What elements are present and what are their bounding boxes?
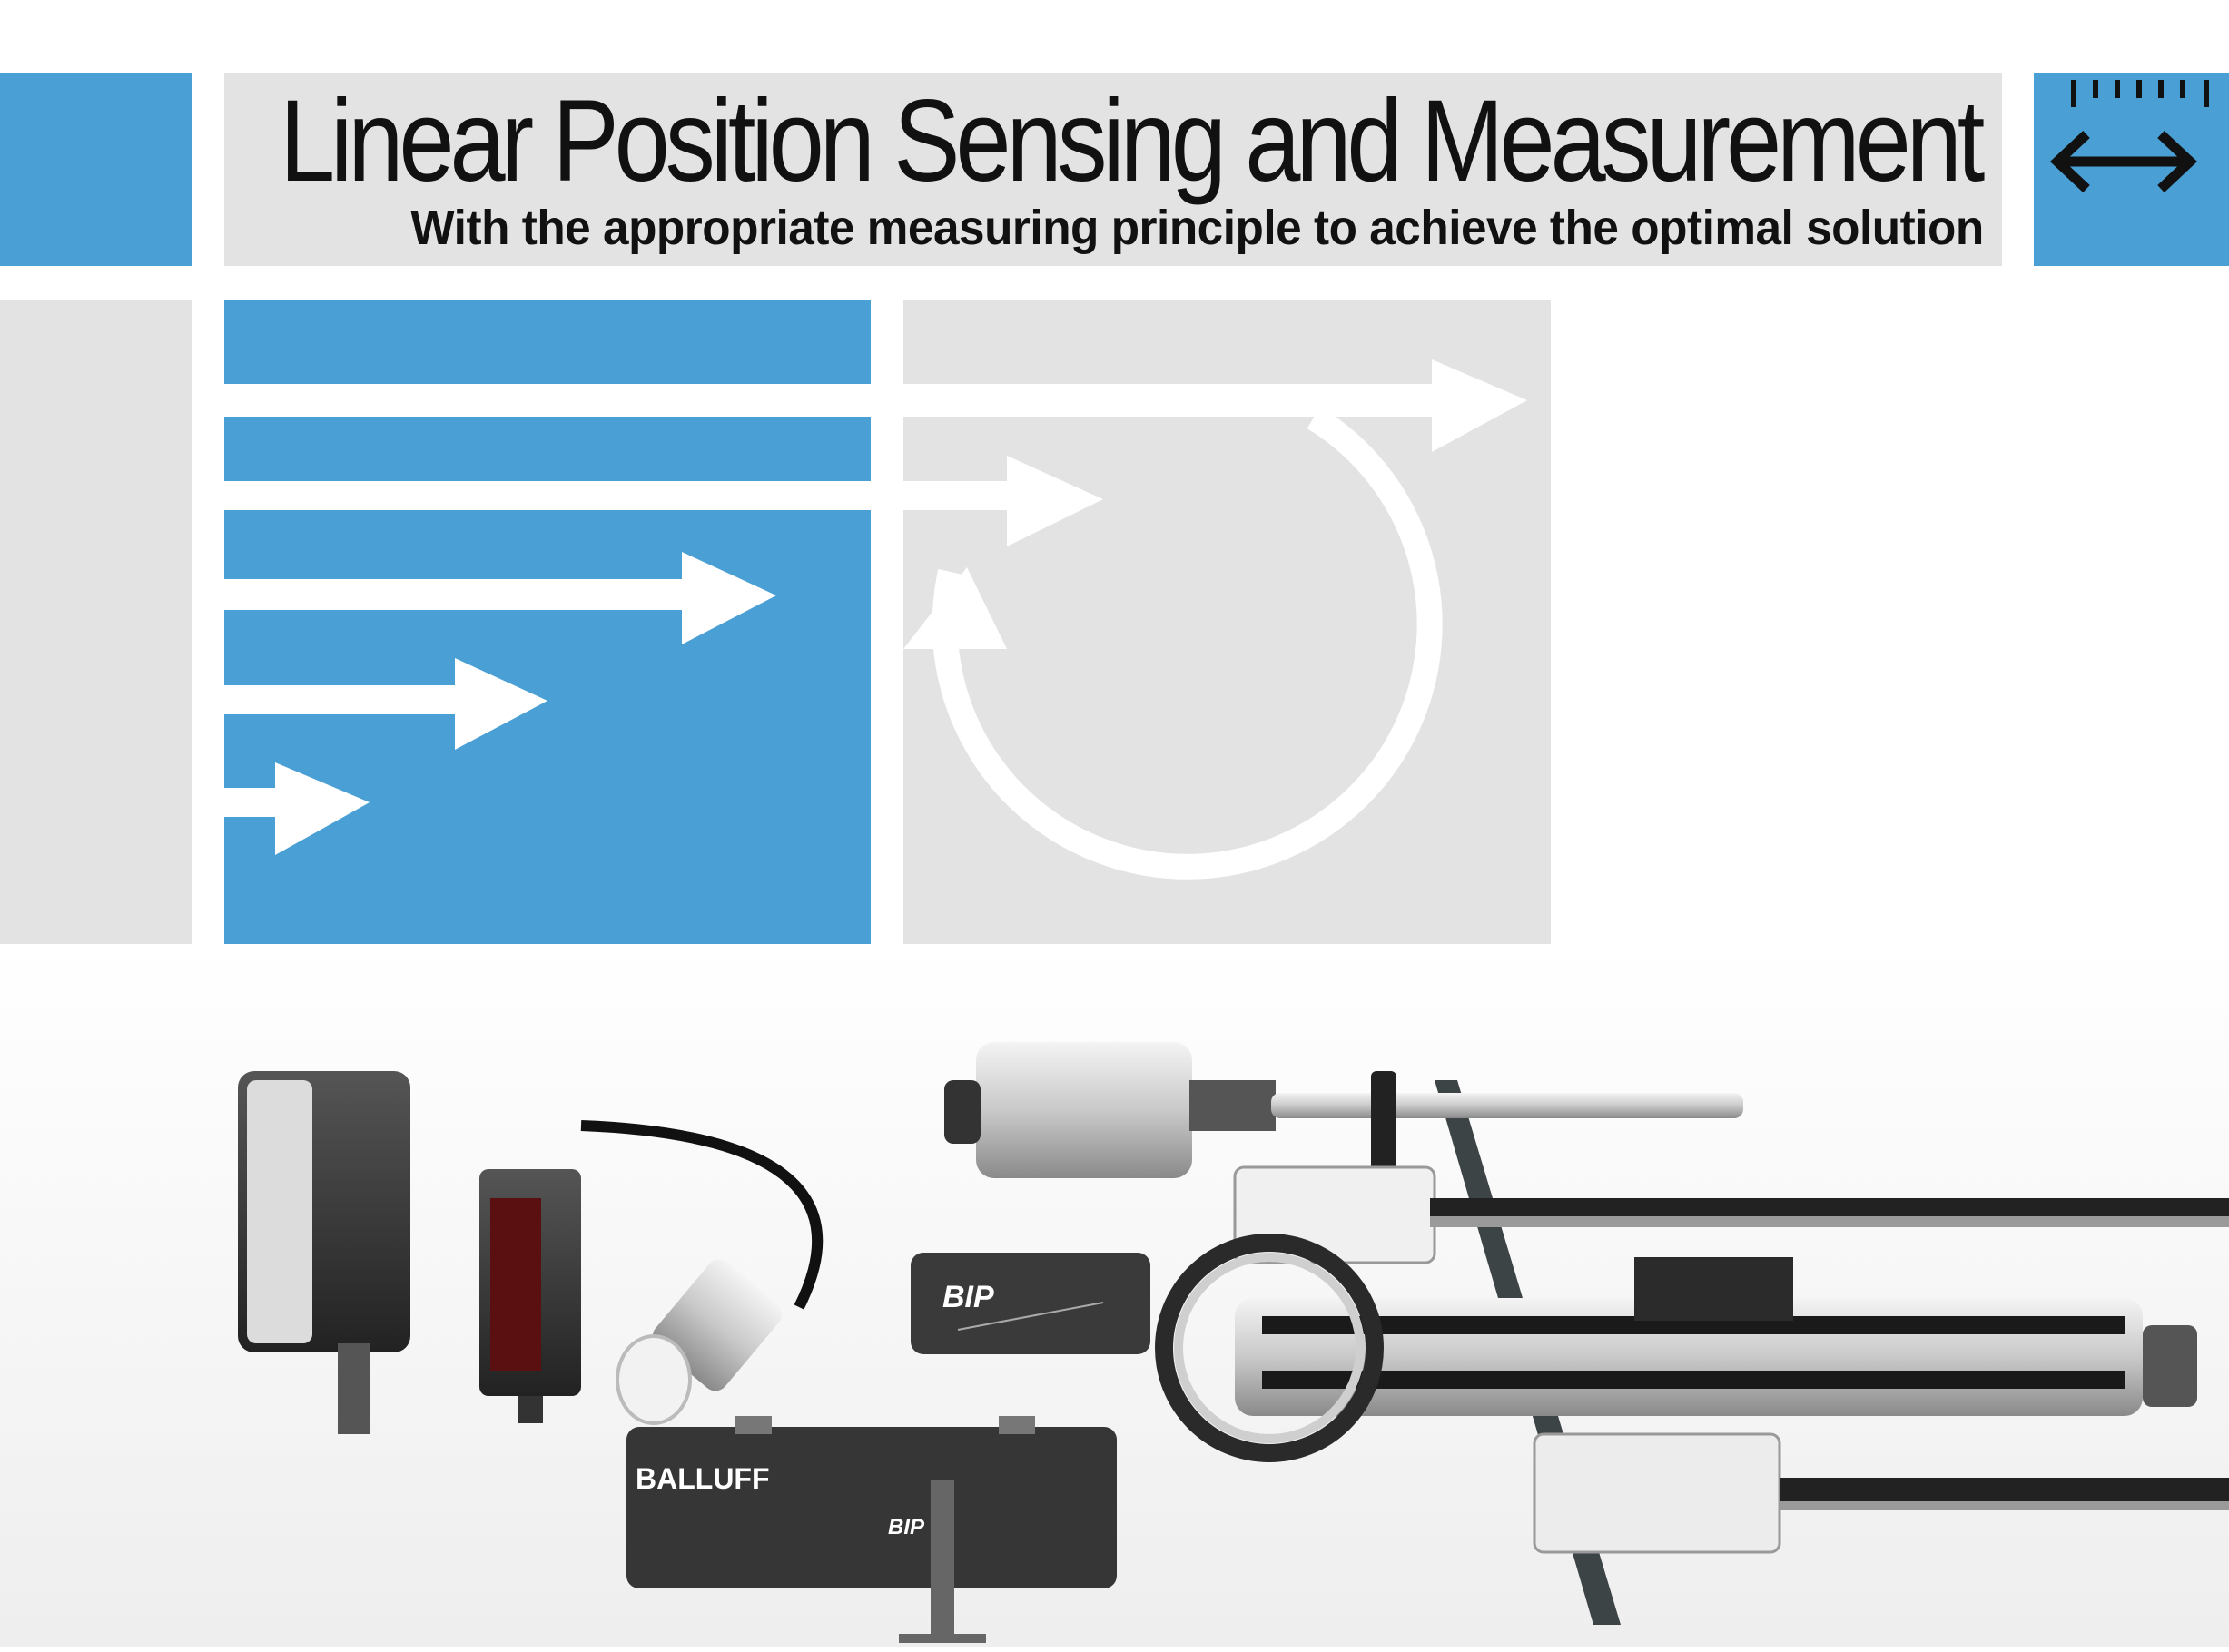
brand-label: BALLUFF bbox=[636, 1462, 770, 1495]
header-accent-block bbox=[0, 73, 192, 266]
bip-label-bottom: BIP bbox=[888, 1515, 925, 1539]
transducer-rod bbox=[944, 1042, 1743, 1180]
measure-icon-block bbox=[2034, 73, 2229, 266]
product-photo: BIP BALLUFF BIP bbox=[0, 944, 2229, 1647]
measure-arrow-icon bbox=[2049, 80, 2209, 193]
optical-sensor-large bbox=[238, 1071, 410, 1434]
side-grey-panel bbox=[0, 300, 192, 944]
cylindrical-sensor bbox=[580, 1120, 824, 1425]
profile-transducer-lower bbox=[1533, 1432, 2229, 1554]
header-band: Linear Position Sensing and Measurement … bbox=[224, 73, 2002, 266]
rotary-arrow bbox=[932, 407, 1443, 880]
page-subtitle: With the appropriate measuring principle… bbox=[410, 201, 1984, 255]
bip-sensor-large: BALLUFF BIP bbox=[626, 1416, 1117, 1643]
measuring-principle-graphic bbox=[224, 300, 1551, 944]
slide-transducer bbox=[1235, 1257, 2197, 1416]
page-title: Linear Position Sensing and Measurement bbox=[279, 76, 1985, 206]
ring-magnet bbox=[1155, 1234, 1384, 1462]
bip-label-top: BIP bbox=[942, 1280, 994, 1314]
bip-sensor-small: BIP bbox=[911, 1253, 1150, 1354]
optical-sensor-red bbox=[479, 1169, 581, 1423]
